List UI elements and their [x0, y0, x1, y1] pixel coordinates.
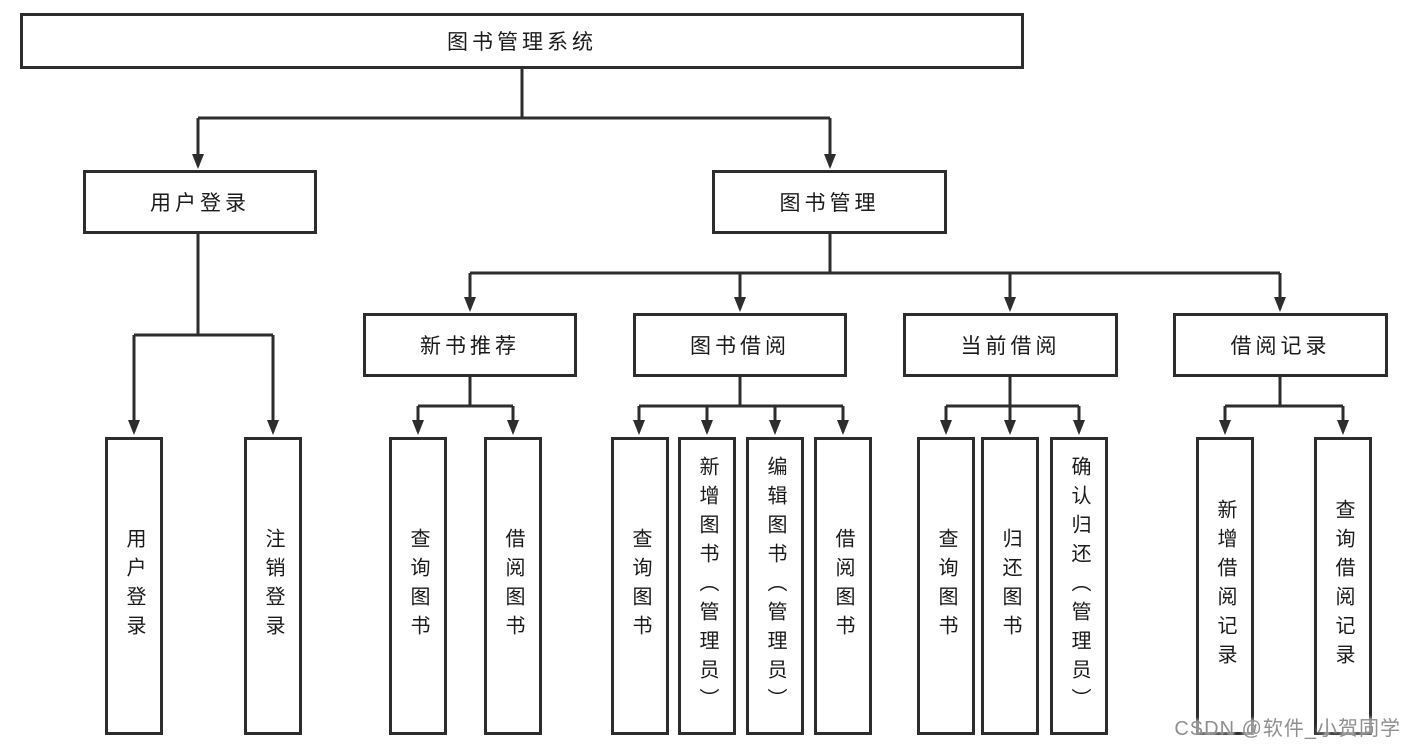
leaf-confirm-return-admin: 确认归还（管理员） [1050, 437, 1108, 735]
watermark: CSDN @软件_小贺同学 [1174, 718, 1401, 740]
leaf-add-borrow-record: 新增借阅记录 [1196, 437, 1254, 735]
node-new-book-recommend: 新书推荐 [363, 313, 577, 377]
leaf-query-books-borrow: 查询图书 [611, 437, 669, 735]
node-root-system: 图书管理系统 [20, 13, 1024, 69]
leaf-query-borrow-record: 查询借阅记录 [1314, 437, 1372, 735]
leaf-logout: 注销登录 [244, 437, 302, 735]
node-user-login: 用户登录 [83, 170, 317, 234]
leaf-edit-book-admin: 编辑图书（管理员） [746, 437, 804, 735]
node-book-management: 图书管理 [712, 170, 947, 234]
node-current-borrow: 当前借阅 [903, 313, 1118, 377]
leaf-add-book-admin: 新增图书（管理员） [678, 437, 736, 735]
leaf-return-book: 归还图书 [981, 437, 1039, 735]
node-book-borrow: 图书借阅 [633, 313, 847, 377]
leaf-query-books-recommend: 查询图书 [389, 437, 447, 735]
leaf-borrow-books: 借阅图书 [814, 437, 872, 735]
leaf-borrow-books-recommend: 借阅图书 [484, 437, 542, 735]
leaf-query-books-current: 查询图书 [917, 437, 975, 735]
leaf-user-login: 用户登录 [105, 437, 163, 735]
node-borrow-records: 借阅记录 [1173, 313, 1388, 377]
